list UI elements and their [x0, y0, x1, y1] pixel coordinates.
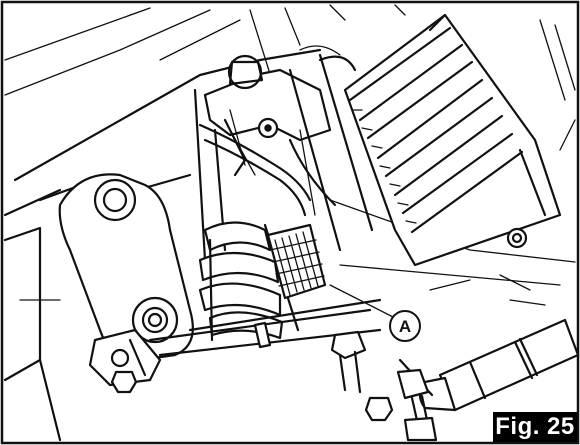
reservoir-column — [288, 45, 374, 252]
lower-rod — [148, 298, 394, 422]
linkage-plate — [58, 173, 194, 394]
callout-letter-a: A — [399, 317, 411, 336]
cables — [198, 118, 337, 217]
drive-shaft — [396, 318, 580, 442]
callout-a: A — [329, 284, 421, 342]
finned-block — [343, 13, 562, 267]
preload-adjuster-ring — [266, 223, 327, 300]
figure-label: Fig. 25 — [493, 412, 577, 442]
